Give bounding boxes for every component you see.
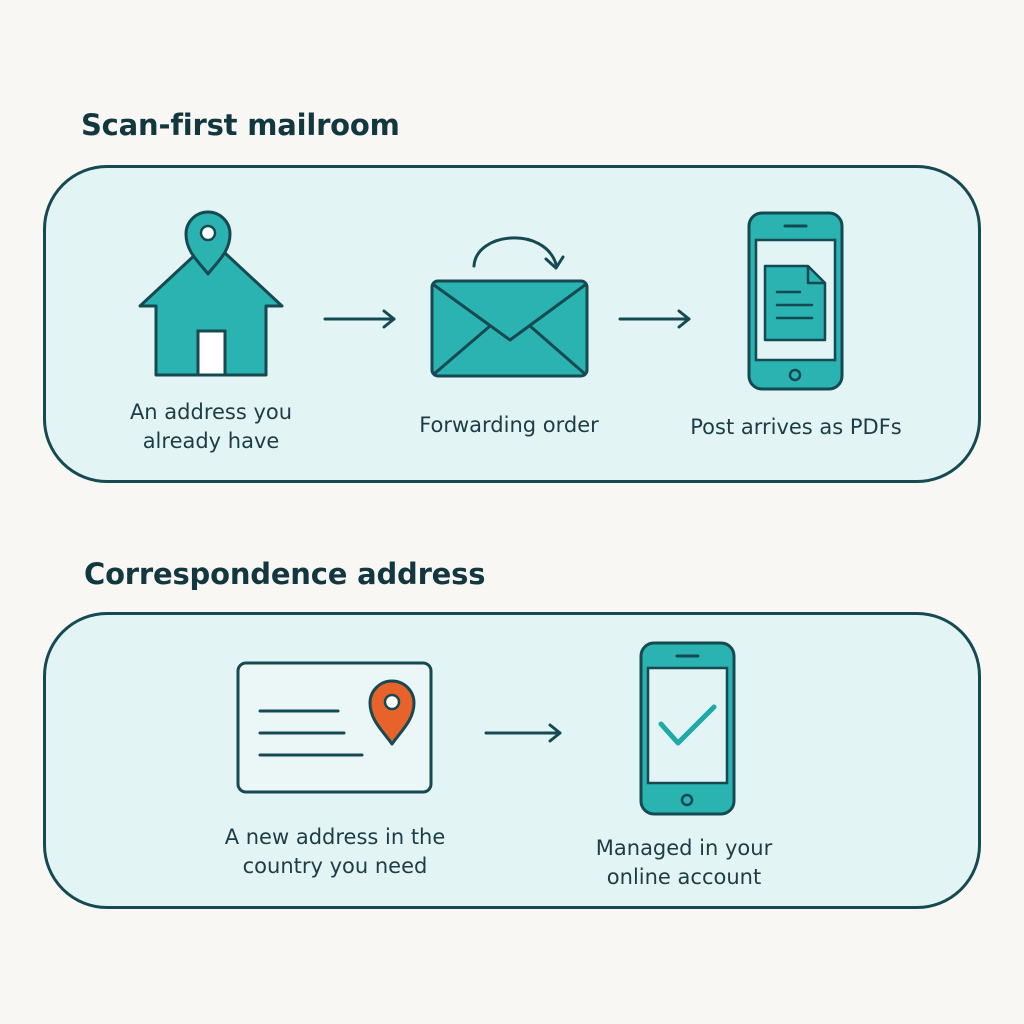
step-label-line: online account xyxy=(606,865,762,889)
section-title-correspondence-address: Correspondence address xyxy=(84,557,486,591)
step-label-line: Forwarding order xyxy=(419,413,599,437)
envelope-with-redirect-arrow-icon xyxy=(430,236,589,378)
flow-panel-correspondence-address xyxy=(43,612,981,909)
arrow-right-icon xyxy=(323,309,396,329)
step-label-line: A new address in the xyxy=(224,825,446,849)
step-label-post-as-pdfs: Post arrives as PDFs xyxy=(665,413,927,442)
address-card-with-location-pin-icon xyxy=(236,661,433,794)
phone-with-checkmark-icon xyxy=(639,641,736,816)
arrow-right-icon xyxy=(484,723,562,743)
step-label-new-address: A new address in the country you need xyxy=(203,823,467,881)
step-label-forwarding-order: Forwarding order xyxy=(389,411,629,440)
phone-with-pdf-document-icon xyxy=(747,211,844,391)
step-label-existing-address: An address you already have xyxy=(106,398,316,456)
step-label-line: country you need xyxy=(242,854,428,878)
step-label-managed-online: Managed in your online account xyxy=(573,834,795,892)
arrow-right-icon xyxy=(618,309,691,329)
section-title-scan-first-mailroom: Scan-first mailroom xyxy=(81,108,400,142)
step-label-line: Post arrives as PDFs xyxy=(690,415,902,439)
house-with-location-pin-icon xyxy=(138,210,284,377)
step-label-line: An address you xyxy=(129,400,293,424)
step-label-line: already have xyxy=(142,429,280,453)
step-label-line: Managed in your xyxy=(595,836,773,860)
